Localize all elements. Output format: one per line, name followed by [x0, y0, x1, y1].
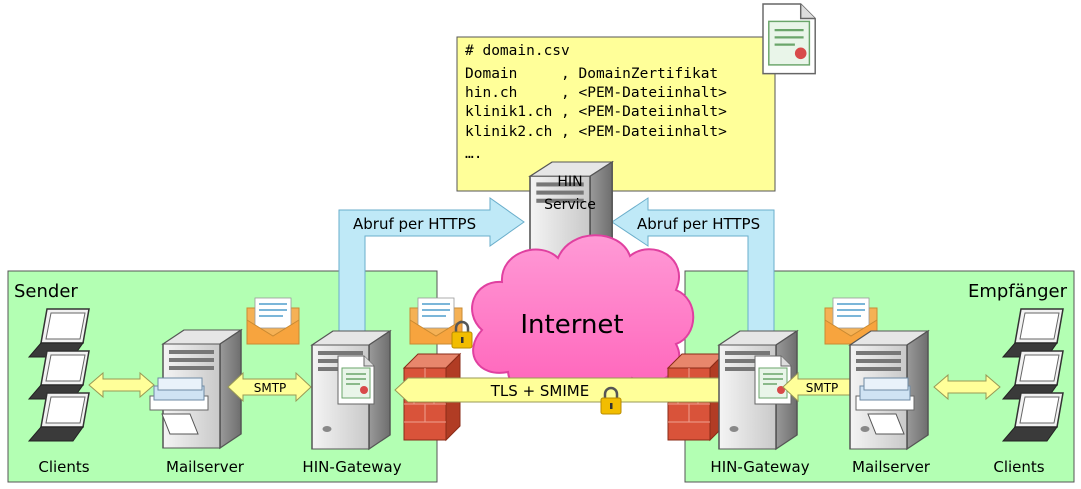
receiver-clients-caption: Clients: [993, 458, 1044, 476]
certificate-icon: [754, 355, 792, 405]
smtp-label-right: SMTP: [806, 381, 839, 395]
envelope-icon: [246, 297, 300, 345]
csv-line-6: ….: [465, 146, 482, 162]
csv-line-4: klinik1.ch , <PEM-Dateiinhalt>: [465, 104, 727, 120]
receiver-zone-title: Empfänger: [968, 281, 1068, 302]
https-label-left: Abruf per HTTPS: [353, 215, 476, 233]
csv-note: [456, 36, 776, 192]
receiver-mailserver-caption: Mailserver: [852, 458, 931, 476]
https-arrow-left: [338, 197, 525, 341]
csv-line-1: # domain.csv: [465, 43, 570, 59]
client-mailserver-arrow-left: [88, 371, 155, 399]
sender-mailserver-caption: Mailserver: [166, 458, 245, 476]
client-mailserver-arrow-right: [933, 373, 1001, 401]
https-label-right: Abruf per HTTPS: [637, 215, 760, 233]
receiver-gateway-caption: HIN-Gateway: [710, 458, 809, 476]
csv-line-5: klinik2.ch , <PEM-Dateiinhalt>: [465, 124, 727, 140]
internet-label: Internet: [520, 310, 623, 340]
hin-service-label-1: HIN: [557, 174, 582, 190]
certificate-icon: [337, 355, 375, 405]
sender-zone-title: Sender: [14, 281, 78, 302]
smtp-label-left: SMTP: [254, 381, 287, 395]
https-arrow-right: [611, 197, 775, 347]
csv-line-3: hin.ch , <PEM-Dateiinhalt>: [465, 85, 727, 101]
csv-line-2: Domain , DomainZertifikat: [465, 66, 718, 82]
tls-label: TLS + SMIME: [490, 382, 589, 400]
sender-gateway-caption: HIN-Gateway: [302, 458, 401, 476]
smtp-arrow-left: [227, 371, 312, 403]
sender-clients-caption: Clients: [38, 458, 89, 476]
certificate-icon: [761, 2, 817, 75]
hin-service-label-2: Service: [544, 197, 596, 213]
